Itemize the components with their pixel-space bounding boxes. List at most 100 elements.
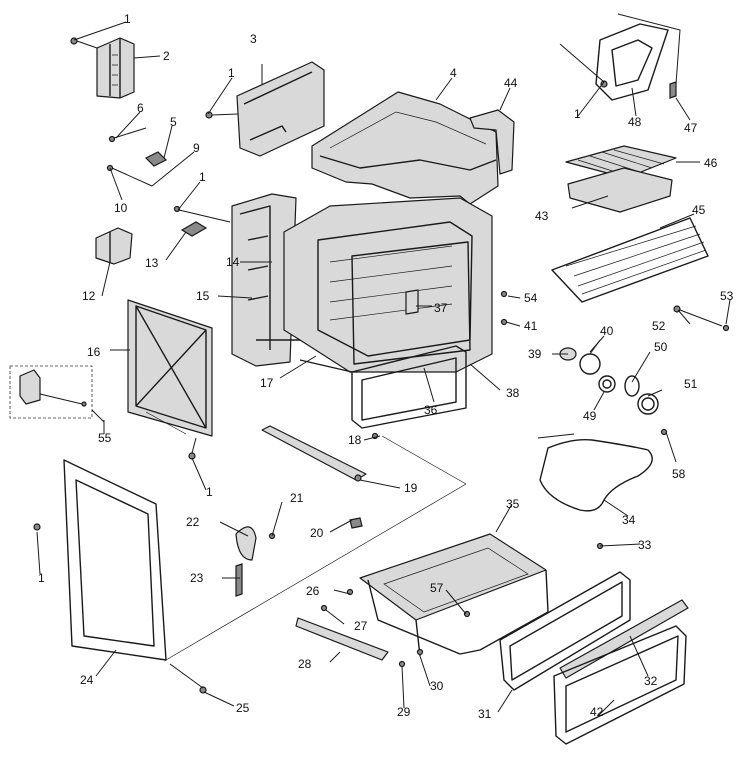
- part-57-screw: [463, 610, 471, 618]
- part-16-panel: [127, 299, 213, 437]
- callout-16: 16: [87, 345, 101, 359]
- callout-38: 38: [506, 386, 520, 400]
- part-38-frame: [351, 345, 467, 429]
- callout-43: 43: [535, 209, 549, 223]
- part-34-wiring: [537, 433, 653, 512]
- part-1-screw-c: [173, 205, 231, 223]
- callout-34: 34: [622, 513, 636, 527]
- callout-15: 15: [196, 289, 210, 303]
- part-5-clip: [144, 151, 168, 167]
- part-32-handle: [559, 599, 689, 679]
- callout-48: 48: [628, 115, 642, 129]
- part-42-trim: [553, 625, 687, 745]
- callout-labels: 1 2 3 1 4 44 1 48 47 6 5 9 10 46 43 1 13…: [38, 12, 734, 721]
- callout-1: 1: [206, 485, 213, 499]
- callout-4: 4: [450, 66, 457, 80]
- callout-18: 18: [348, 433, 362, 447]
- part-53-clip: [722, 324, 730, 332]
- callout-1: 1: [199, 170, 206, 184]
- part-2-bracket: [96, 37, 135, 99]
- part-25-screw: [169, 663, 207, 694]
- callout-54: 54: [524, 291, 538, 305]
- callout-24: 24: [80, 673, 94, 687]
- part-41-screw: [500, 318, 508, 326]
- callout-3: 3: [250, 32, 257, 46]
- callout-5: 5: [170, 115, 177, 129]
- part-20-nut: [349, 517, 363, 529]
- callout-28: 28: [298, 657, 312, 671]
- callout-13: 13: [145, 256, 159, 270]
- range-cabinet-body: [231, 193, 493, 373]
- callout-12: 12: [82, 289, 96, 303]
- callout-31: 31: [478, 707, 492, 721]
- callout-1: 1: [574, 107, 581, 121]
- callout-29: 29: [397, 705, 411, 719]
- callout-22: 22: [186, 515, 200, 529]
- part-12-bracket: [95, 227, 133, 265]
- callout-2: 2: [163, 49, 170, 63]
- part-24-door: [63, 459, 167, 661]
- part-23-pin: [235, 563, 243, 597]
- callout-9: 9: [193, 141, 200, 155]
- callout-21: 21: [290, 491, 304, 505]
- callout-58: 58: [672, 467, 686, 481]
- part-35-drawer: [359, 533, 549, 657]
- callout-14: 14: [226, 255, 240, 269]
- callout-10: 10: [114, 201, 128, 215]
- callout-1: 1: [228, 66, 235, 80]
- callout-6: 6: [137, 101, 144, 115]
- callout-20: 20: [310, 526, 324, 540]
- part-37-knob: [405, 289, 419, 315]
- part-49-ring: [598, 375, 616, 393]
- part-48-element: [595, 23, 669, 101]
- part-28-rail: [295, 617, 389, 661]
- callout-37: 37: [434, 301, 448, 315]
- part-50-ring: [624, 375, 640, 397]
- leader-lines: [36, 21, 731, 717]
- callout-57: 57: [430, 581, 444, 595]
- part-52-sensor: [673, 305, 723, 327]
- part-29-screw: [398, 660, 406, 668]
- callout-42: 42: [590, 705, 604, 719]
- part-22-hinge: [235, 526, 257, 561]
- part-4-top-cover: [311, 91, 499, 205]
- callout-26: 26: [306, 584, 320, 598]
- part-19-rail: [261, 425, 367, 482]
- callout-44: 44: [504, 76, 518, 90]
- part-6-screw: [108, 127, 147, 143]
- callout-30: 30: [430, 679, 444, 693]
- part-1-screw-d: [188, 437, 197, 460]
- part-55-inset: [9, 365, 105, 423]
- part-10-screw: [106, 164, 153, 187]
- part-45-oven-rack: [551, 217, 709, 303]
- part-51-ring: [637, 393, 659, 415]
- callout-52: 52: [652, 319, 666, 333]
- part-58-screw: [660, 428, 668, 436]
- callout-25: 25: [236, 701, 250, 715]
- callout-1: 1: [124, 12, 131, 26]
- callout-17: 17: [260, 376, 274, 390]
- callout-41: 41: [524, 319, 538, 333]
- callout-32: 32: [644, 674, 658, 688]
- callout-45: 45: [692, 203, 706, 217]
- part-27-screw: [320, 604, 328, 612]
- callout-35: 35: [506, 497, 520, 511]
- part-13-bracket: [180, 221, 208, 237]
- callout-51: 51: [684, 377, 698, 391]
- part-40-bulb: [579, 339, 601, 375]
- part-1-screw-f: [559, 43, 608, 88]
- callout-39: 39: [528, 347, 542, 361]
- part-1-screw-e: [33, 523, 41, 531]
- callout-50: 50: [654, 340, 668, 354]
- callout-46: 46: [704, 156, 718, 170]
- callout-33: 33: [638, 538, 652, 552]
- part-31-drawer-front: [499, 571, 631, 691]
- callout-27: 27: [354, 619, 368, 633]
- callout-53: 53: [720, 289, 734, 303]
- callout-23: 23: [190, 571, 204, 585]
- part-1-screw-b: [205, 111, 239, 119]
- callout-55: 55: [98, 431, 112, 445]
- callout-1: 1: [38, 571, 45, 585]
- part-30-screw: [416, 648, 424, 656]
